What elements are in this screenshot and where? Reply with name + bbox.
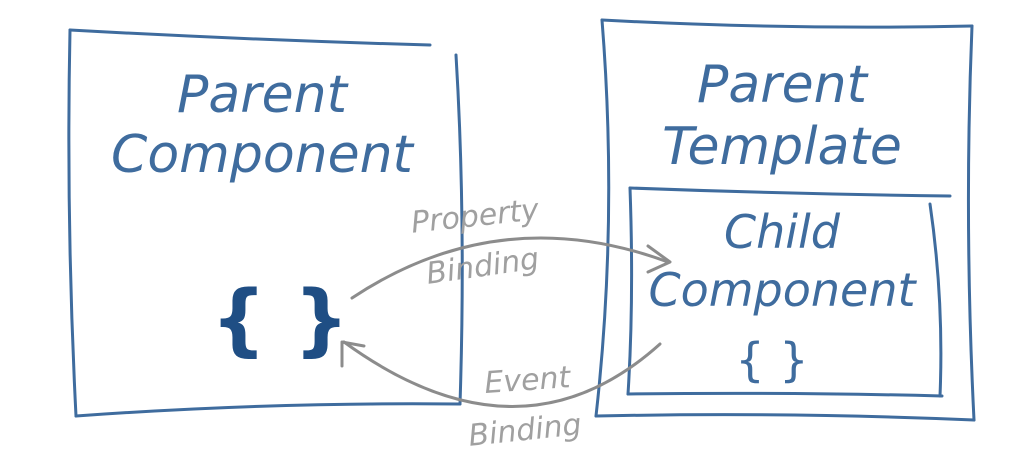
child-component-title-line2: Component — [648, 263, 917, 317]
parent-template-title-line1: Parent — [697, 55, 869, 115]
parent-component-braces: { } — [211, 275, 349, 365]
event-binding-label-line1: Event — [483, 360, 572, 401]
event-binding-label-line2: Binding — [467, 407, 583, 454]
parent-component-title-line2: Component — [111, 125, 415, 185]
child-component-title-line1: Child — [724, 205, 841, 259]
child-component-box — [626, 186, 952, 398]
property-binding-label-line1: Property — [409, 192, 541, 240]
event-binding-arrow — [340, 340, 662, 408]
parent-component-title-line1: Parent — [177, 65, 349, 125]
child-component-braces: { } — [735, 333, 808, 387]
parent-component-box — [67, 28, 464, 418]
parent-template-title-line2: Template — [662, 117, 902, 177]
property-binding-arrow — [350, 236, 672, 300]
parent-template-box — [594, 18, 976, 422]
property-binding-label-line2: Binding — [424, 241, 541, 291]
